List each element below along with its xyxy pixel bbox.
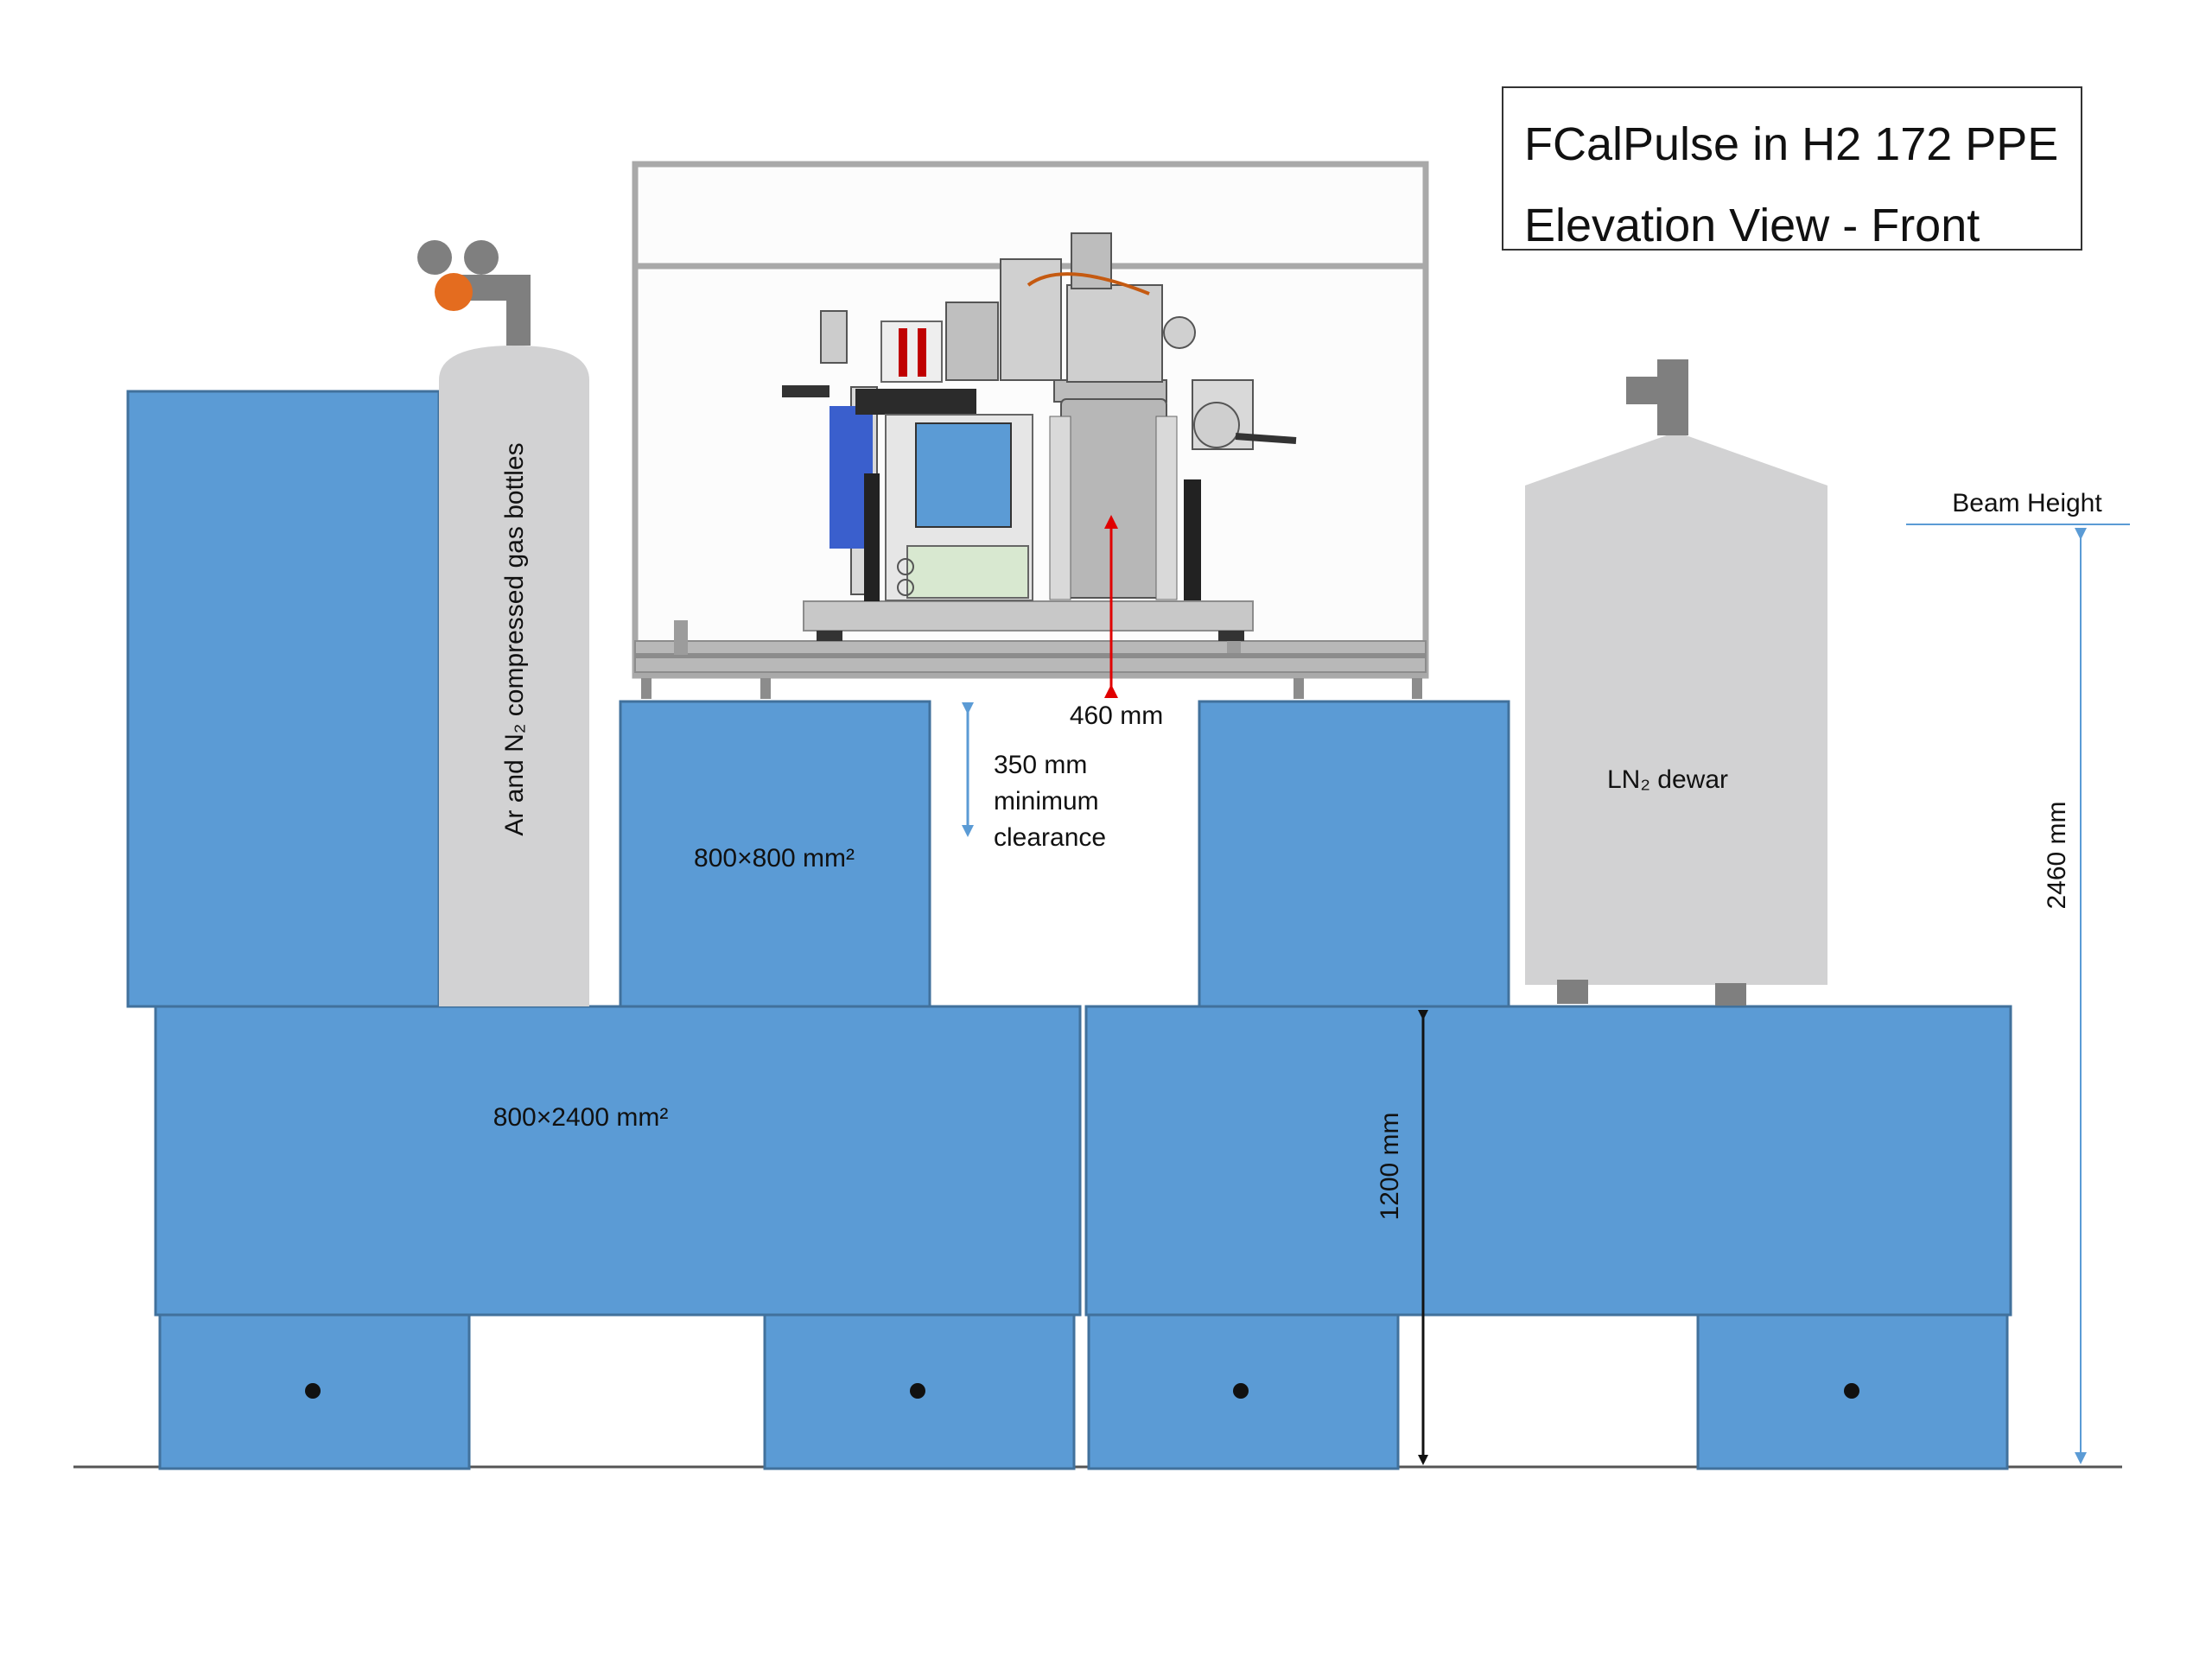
beam-height-label: Beam Height — [1952, 489, 2102, 517]
clearance-line2-label: minimum — [994, 787, 1099, 816]
foot-block-2 — [763, 1313, 1076, 1470]
title-box: FCalPulse in H2 172 PPE Elevation View -… — [1502, 86, 2082, 251]
tall-block-left — [126, 390, 441, 1008]
gas-valve-icon — [417, 240, 531, 311]
block-height-label: 1200 mm — [1376, 1112, 1404, 1220]
beam-height-value-label: 2460 mm — [2043, 801, 2071, 909]
large-block-right — [1084, 1005, 2012, 1317]
title-line-1: FCalPulse in H2 172 PPE — [1524, 118, 2059, 170]
small-block-left — [619, 700, 931, 1008]
gas-bottles-label: Ar and N₂ compressed gas bottles — [500, 442, 529, 835]
clearance-value-label: 350 mm — [994, 751, 1087, 779]
gap-460-label: 460 mm — [1070, 701, 1163, 730]
cryostat-apparatus-icon — [782, 232, 1297, 641]
large-block-left — [154, 1005, 1082, 1317]
small-block-label: 800×800 mm² — [694, 844, 855, 873]
large-block-label: 800×2400 mm² — [493, 1103, 669, 1132]
small-block-right — [1198, 700, 1510, 1008]
ln2-dewar-label: LN₂ dewar — [1607, 765, 1728, 794]
clearance-line3-label: clearance — [994, 823, 1106, 852]
foot-block-3 — [1087, 1313, 1400, 1470]
foot-block-1 — [158, 1313, 471, 1470]
ln2-dewar — [1525, 359, 1827, 1006]
title-line-2: Elevation View - Front — [1524, 200, 1980, 251]
foot-block-4 — [1696, 1313, 2009, 1470]
